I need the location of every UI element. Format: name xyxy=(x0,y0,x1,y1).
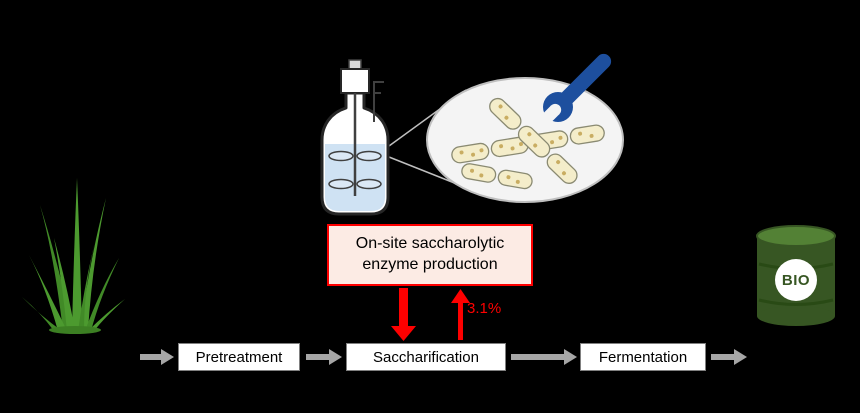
step-box-fermentation: Fermentation xyxy=(580,343,706,371)
enzyme-production-box: On-site saccharolytic enzyme production xyxy=(327,224,533,286)
flow-arrow-saccharification-to-fermentation xyxy=(511,349,577,365)
recycle-percentage-label: 3.1% xyxy=(467,300,502,317)
step-box-pretreatment: Pretreatment xyxy=(178,343,300,371)
bioreactor-flask-icon xyxy=(320,59,390,216)
fungal-hyphae-cells-icon xyxy=(426,53,624,203)
enzyme-to-saccharification-arrow xyxy=(391,288,416,341)
step-label-fermentation: Fermentation xyxy=(598,348,688,366)
flow-arrow-out-of-fermentation xyxy=(711,349,747,365)
enzyme-box-line1: On-site saccharolytic xyxy=(355,235,505,253)
saccharification-to-enzyme-arrow xyxy=(451,289,470,340)
flow-arrow-pretreatment-to-saccharification xyxy=(306,349,342,365)
wrench-icon xyxy=(535,53,612,130)
enzyme-box-line2: enzyme production xyxy=(362,256,498,273)
step-box-saccharification: Saccharification xyxy=(346,343,506,371)
flow-arrow-into-pretreatment xyxy=(140,349,174,365)
barrel-bio-badge: BIO xyxy=(775,259,817,301)
grass-icon xyxy=(22,178,125,334)
step-label-saccharification: Saccharification xyxy=(373,348,479,366)
step-label-pretreatment: Pretreatment xyxy=(195,348,283,366)
